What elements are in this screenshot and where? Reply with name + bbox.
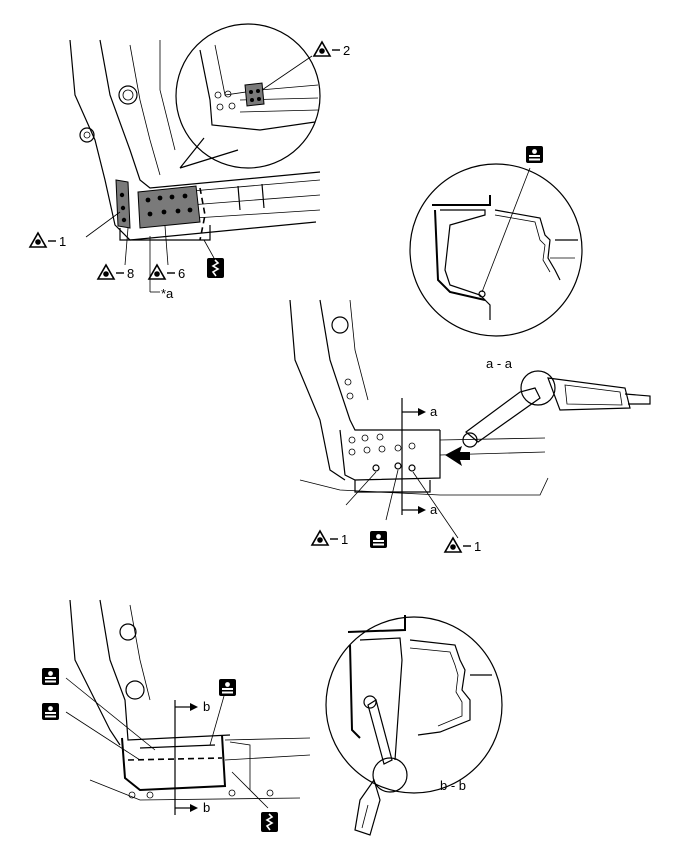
cut-line-label-a-bottom: a — [430, 502, 438, 517]
weld-callout-1-right: 1 — [444, 537, 481, 554]
spot-weld-icon — [148, 264, 176, 280]
body-sealer-icon — [370, 531, 387, 548]
bottom-panel-view — [65, 599, 311, 815]
weld-callout-2: 2 — [313, 41, 350, 58]
cut-zigzag-icon — [260, 811, 279, 833]
spot-weld-icon — [311, 530, 339, 546]
zoom-circle-top — [175, 23, 321, 169]
top-left-panel-view — [69, 39, 321, 293]
weld-callout-1-left: 1 — [311, 530, 348, 547]
section-label-a-a: a - a — [486, 356, 513, 371]
note-label-a: *a — [161, 286, 174, 301]
body-sealer-icon — [42, 703, 59, 720]
callout-number-6: 6 — [178, 266, 185, 281]
section-circle-a-a — [409, 163, 583, 337]
cut-zigzag-icon — [206, 257, 225, 279]
callout-number-1: 1 — [474, 539, 481, 554]
callout-number-8: 8 — [127, 266, 134, 281]
cut-line-label-b-bottom: b — [203, 800, 210, 815]
cut-line-label-b-top: b — [203, 699, 210, 714]
spot-weld-icon — [444, 537, 472, 553]
section-circle-b-b — [325, 615, 503, 836]
body-sealer-icon — [219, 679, 236, 696]
callout-number-1: 1 — [341, 532, 348, 547]
weld-callout-1-top: 1 — [29, 232, 66, 249]
body-sealer-icon — [42, 668, 59, 685]
cut-line-label-a-top: a — [430, 404, 438, 419]
section-label-b-b: b - b — [440, 778, 466, 793]
weld-callout-6: 6 — [148, 264, 185, 281]
middle-panel-view — [289, 299, 651, 539]
spot-weld-icon — [313, 41, 341, 57]
spot-weld-icon — [29, 232, 57, 248]
body-sealer-icon — [526, 146, 543, 163]
weld-callout-8: 8 — [97, 264, 134, 281]
callout-number-2: 2 — [343, 43, 350, 58]
callout-number-1: 1 — [59, 234, 66, 249]
spot-weld-icon — [97, 264, 125, 280]
